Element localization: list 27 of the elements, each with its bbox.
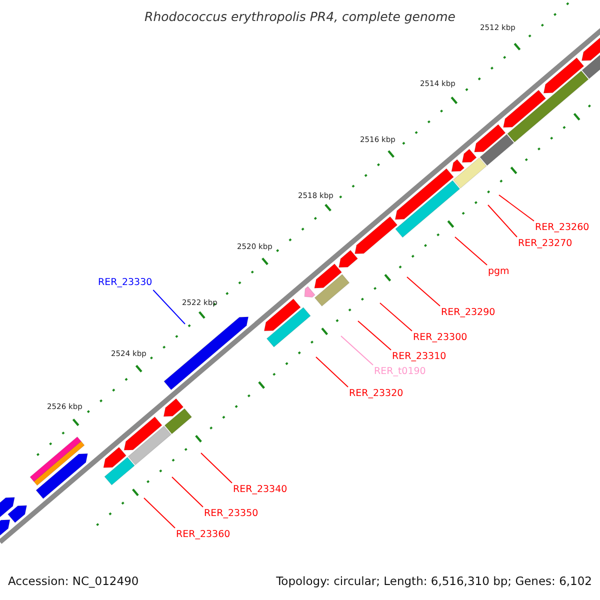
genome-stats-text: Topology: circular; Length: 6,516,310 bp; Genes: 6,102: [276, 574, 592, 588]
leader-line: [316, 356, 348, 388]
leader-line: [152, 290, 186, 324]
gene-label: RER_23290: [441, 307, 496, 319]
leader-line: [144, 498, 176, 528]
leader-line: [498, 194, 534, 222]
gene-label: RER_23360: [176, 529, 230, 541]
leader-line: [380, 302, 412, 332]
gene-label: RER_23310: [392, 351, 446, 363]
leader-line: [406, 276, 440, 306]
gene-label: RER_23350: [204, 508, 258, 520]
accession-text: Accession: NC_012490: [8, 574, 139, 588]
gene-label: pgm: [488, 266, 510, 278]
gene-label: RER_23340: [233, 484, 288, 496]
gene-label: RER_t0190: [374, 366, 426, 378]
map-title: Rhodococcus erythropolis PR4, complete genome: [144, 9, 456, 24]
leader-line: [358, 320, 392, 350]
gene-label: RER_23330: [98, 277, 152, 289]
leader-line: [488, 204, 518, 238]
leader-line: [340, 336, 374, 366]
leader-line: [454, 236, 488, 266]
leader-line: [172, 476, 204, 508]
leader-line: [200, 452, 232, 484]
gene-label: RER_23320: [349, 388, 404, 400]
gene-label: RER_23300: [413, 332, 468, 344]
gene-label: RER_23260: [535, 222, 590, 234]
gene-label: RER_23270: [518, 238, 572, 250]
